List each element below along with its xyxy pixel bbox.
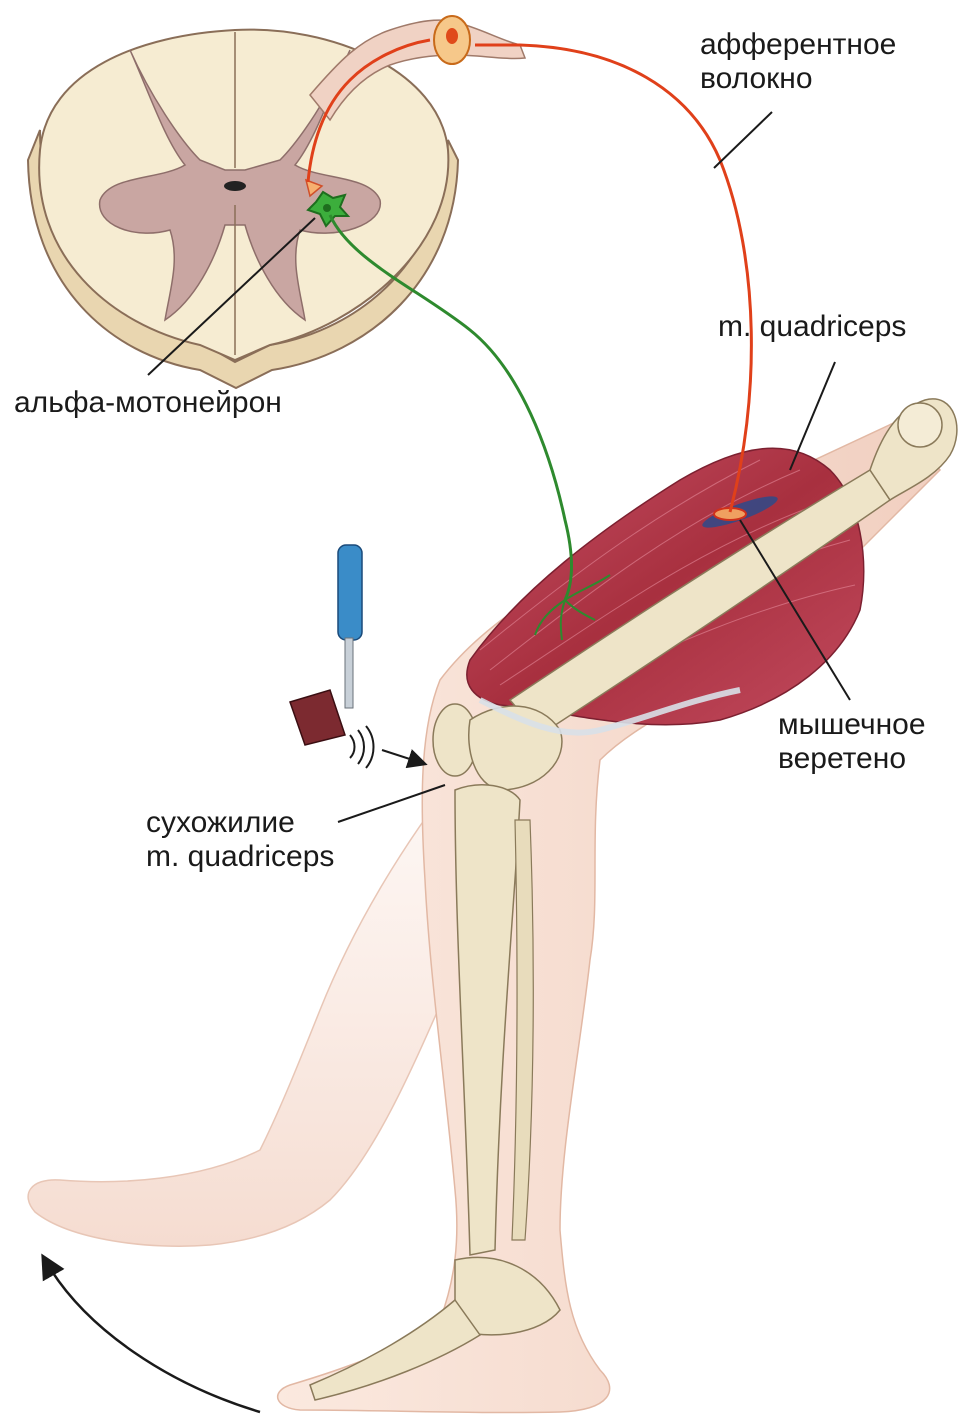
tap-arrow-icon — [382, 750, 422, 763]
label-afferent-fiber: афферентное волокно — [700, 28, 896, 96]
hammer-handle — [338, 545, 362, 640]
sound-wave-icon — [350, 726, 374, 768]
reflex-hammer-icon — [290, 545, 362, 745]
hammer-head — [290, 690, 345, 745]
kick-motion-arrow-icon — [45, 1260, 260, 1412]
label-muscle-spindle-line2: веретено — [778, 742, 926, 776]
label-alpha-motoneuron-text: альфа-мотонейрон — [14, 386, 282, 420]
central-canal — [224, 181, 246, 191]
label-muscle-spindle-line1: мышечное — [778, 708, 926, 742]
hammer-shaft — [345, 638, 353, 708]
femur-head-ball — [898, 403, 942, 447]
label-tendon-line1: сухожилие — [146, 806, 334, 840]
quadriceps-muscle — [467, 448, 864, 725]
sensory-neuron-body — [446, 28, 458, 44]
label-afferent-fiber-line1: афферентное — [700, 28, 896, 62]
label-quadriceps: m. quadriceps — [718, 310, 906, 344]
leader-afferent-fiber — [714, 112, 772, 168]
label-muscle-spindle: мышечное веретено — [778, 708, 926, 776]
label-tendon: сухожилие m. quadriceps — [146, 806, 334, 874]
label-alpha-motoneuron: альфа-мотонейрон — [14, 386, 282, 420]
label-quadriceps-text: m. quadriceps — [718, 310, 906, 344]
label-afferent-fiber-line2: волокно — [700, 62, 896, 96]
spinal-cord-section — [28, 16, 525, 388]
label-tendon-line2: m. quadriceps — [146, 840, 334, 874]
quadriceps-belly — [467, 448, 864, 725]
alpha-motoneuron-nucleus — [323, 204, 331, 212]
